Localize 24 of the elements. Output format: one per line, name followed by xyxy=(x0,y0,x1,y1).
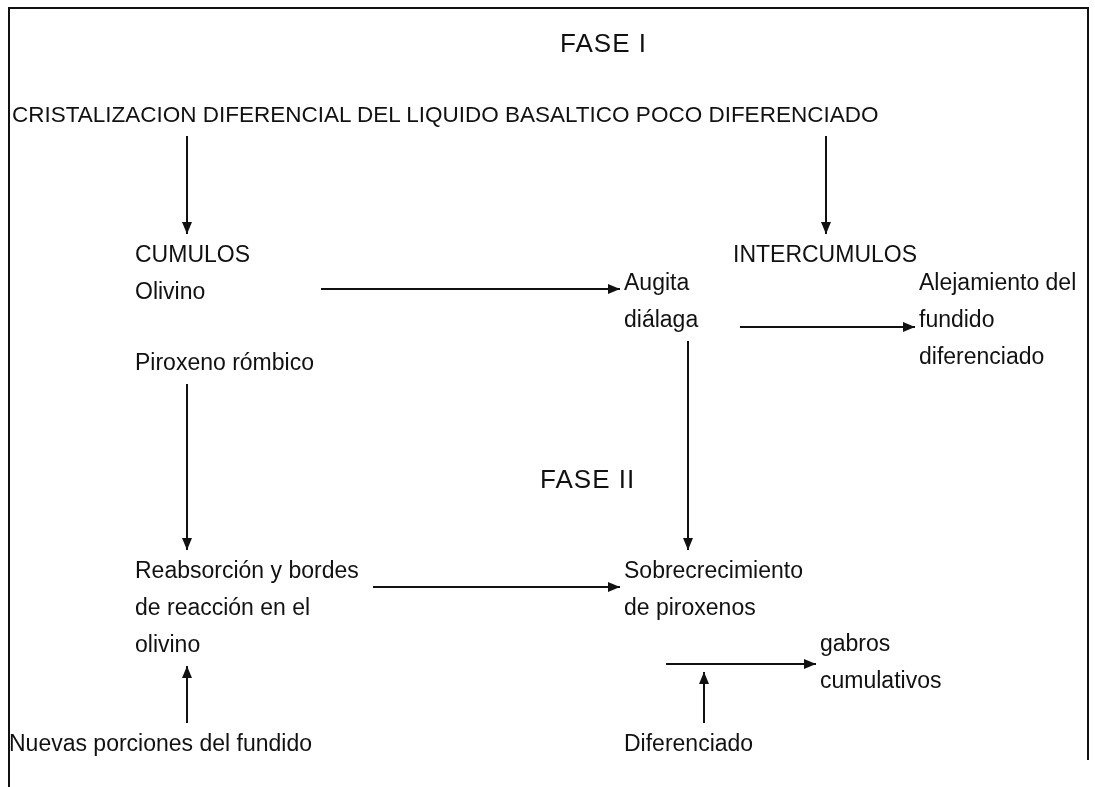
arrow xyxy=(821,135,831,235)
arrow xyxy=(182,135,192,235)
arrow xyxy=(372,582,621,592)
step-text: Nuevas porciones del fundido xyxy=(9,729,313,758)
step-text: INTERCUMULOS xyxy=(733,240,917,269)
arrow xyxy=(739,322,916,332)
phase-label: FASE II xyxy=(540,464,636,495)
step-text: Alejamiento del fundido diferenciado xyxy=(919,268,1078,371)
step-text: Sobrecrecimiento de piroxenos xyxy=(624,556,804,622)
step-text: CRISTALIZACION DIFERENCIAL DEL LIQUIDO BASALTICO POCO DIFERENCIADO xyxy=(12,101,879,129)
arrow xyxy=(182,383,192,551)
arrow xyxy=(182,665,192,724)
arrow xyxy=(665,659,817,669)
step-text: Olivino xyxy=(135,277,206,306)
step-text: CUMULOS xyxy=(135,240,250,269)
step-text: Diferenciado xyxy=(624,729,754,758)
step-text: Augita diálaga xyxy=(624,268,700,334)
step-text: gabros cumulativos xyxy=(820,629,943,695)
phase-title: FASE I xyxy=(560,28,647,59)
arrow xyxy=(699,671,709,724)
arrow xyxy=(683,340,693,551)
step-text: Reabsorción y bordes de reacción en el olivino xyxy=(135,556,360,659)
step-text: Piroxeno rómbico xyxy=(135,348,314,377)
arrow xyxy=(320,284,621,294)
